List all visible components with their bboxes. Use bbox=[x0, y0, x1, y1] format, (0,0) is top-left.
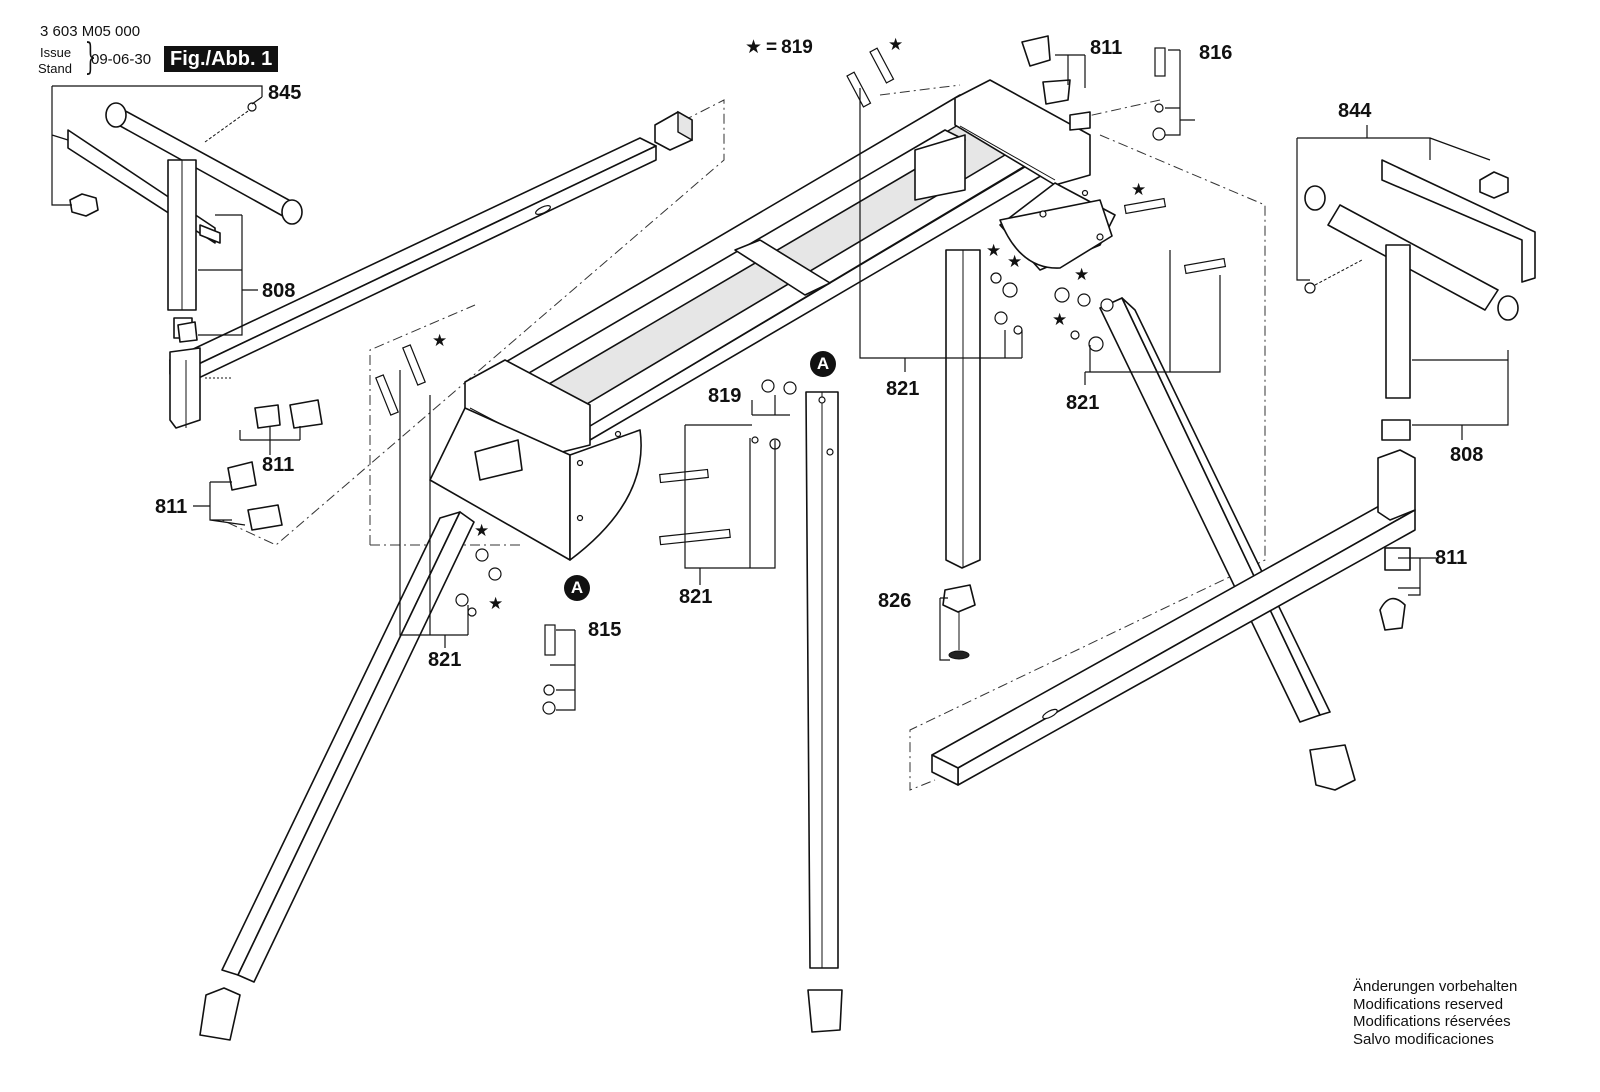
callout-821-right: 821 bbox=[1066, 392, 1100, 414]
reference-marker-a-left: A bbox=[564, 575, 590, 601]
right-end-plate bbox=[914, 134, 1116, 271]
notice-english: Modifications reserved bbox=[1353, 995, 1504, 1013]
callout-826: 826 bbox=[878, 590, 912, 612]
callout-821-rear: 821 bbox=[886, 378, 920, 400]
star-icon: ★ bbox=[474, 521, 490, 540]
figure-label: Fig./Abb. 1 bbox=[164, 46, 279, 72]
star-icon: ★ bbox=[1074, 265, 1090, 284]
assembly-guide-right bbox=[909, 134, 1266, 791]
legend-part-number: 819 bbox=[781, 37, 813, 58]
left-end-plate bbox=[429, 407, 642, 561]
center-support-leg bbox=[805, 391, 843, 1033]
fastener-hardware bbox=[177, 35, 1411, 715]
callout-815: 815 bbox=[588, 619, 622, 641]
callout-811-left-lower: 811 bbox=[155, 496, 188, 518]
star-icon: ★ bbox=[1131, 180, 1147, 199]
left-support-roller bbox=[67, 102, 303, 339]
legend-equals: = bbox=[766, 37, 778, 58]
star-icon: ★ bbox=[432, 331, 448, 350]
notice-spanish: Salvo modificaciones bbox=[1353, 1030, 1494, 1048]
assembly-guide-left bbox=[221, 99, 725, 546]
callout-808-left: 808 bbox=[262, 280, 296, 302]
issue-brace: } bbox=[84, 37, 97, 78]
callout-811-left-upper: 811 bbox=[262, 454, 295, 476]
callout-808-right: 808 bbox=[1450, 444, 1484, 466]
callout-816: 816 bbox=[1199, 42, 1233, 64]
reference-marker-a-center: A bbox=[810, 351, 836, 377]
callout-845: 845 bbox=[268, 82, 302, 104]
left-extension-arm bbox=[169, 137, 657, 429]
assembly-guide-rear bbox=[879, 84, 1161, 121]
stand-label: Stand bbox=[38, 61, 72, 76]
left-end-cap bbox=[654, 110, 693, 151]
modification-notices: Änderungen vorbehalten Modifications res… bbox=[1353, 978, 1517, 1048]
issue-label: Issue bbox=[40, 45, 72, 60]
star-icon: ★ bbox=[1007, 252, 1023, 271]
callout-844: 844 bbox=[1338, 100, 1372, 122]
right-extension-arm bbox=[931, 449, 1416, 786]
right-front-leg bbox=[945, 249, 981, 569]
star-icon: ★ bbox=[1052, 310, 1068, 329]
star-icon: ★ bbox=[488, 594, 504, 613]
right-support-roller bbox=[1304, 159, 1536, 441]
document-number: 3 603 M05 000 bbox=[40, 23, 141, 40]
notice-french: Modifications réservées bbox=[1353, 1013, 1511, 1030]
right-rear-leg bbox=[1099, 297, 1356, 791]
star-legend: ★=819 bbox=[745, 36, 813, 59]
star-icon: ★ bbox=[888, 35, 904, 54]
callout-821-left: 821 bbox=[428, 649, 462, 671]
star-icon: ★ bbox=[986, 241, 1002, 260]
callout-821-center: 821 bbox=[679, 586, 713, 608]
star-icon: ★ bbox=[745, 37, 763, 58]
callout-819: 819 bbox=[708, 385, 742, 407]
main-rail-frame bbox=[464, 79, 1091, 456]
callout-leaders bbox=[51, 49, 1509, 711]
callout-811-right: 811 bbox=[1435, 547, 1468, 569]
left-support-leg bbox=[199, 511, 475, 1041]
height-adjuster-foot bbox=[942, 584, 976, 660]
callout-811-top: 811 bbox=[1090, 37, 1123, 59]
issue-date: 09-06-30 bbox=[91, 51, 152, 68]
notice-german: Änderungen vorbehalten bbox=[1353, 978, 1518, 995]
